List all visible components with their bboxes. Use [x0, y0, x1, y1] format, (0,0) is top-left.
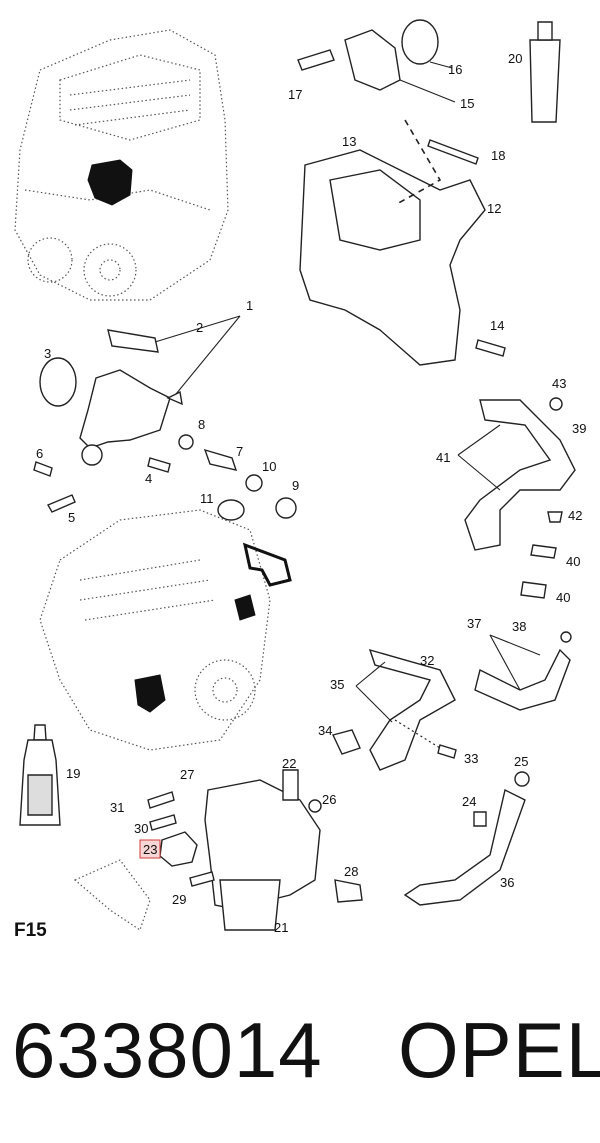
callout-27: 27 [180, 767, 194, 782]
callout-25: 25 [514, 754, 528, 769]
callout-14: 14 [490, 318, 504, 333]
exploded-parts-diagram: 1 2 3 4 5 6 7 8 9 10 11 12 13 14 15 16 1… [14, 19, 586, 935]
callout-31: 31 [110, 800, 124, 815]
callout-15: 15 [460, 96, 474, 111]
thermostat-housing-group [33, 315, 297, 521]
engine-lower-illustration [39, 509, 292, 751]
callout-19: 19 [66, 766, 80, 781]
callout-41: 41 [436, 450, 450, 465]
callout-38: 38 [512, 619, 526, 634]
coolant-pipe-upper-right [457, 397, 576, 599]
brand-name: OPEL [398, 1006, 600, 1094]
outlet-flange-group [297, 19, 561, 123]
callout-21: 21 [274, 920, 288, 935]
callout-43: 43 [552, 376, 566, 391]
highlight-box-23 [139, 839, 161, 859]
callout-33: 33 [464, 751, 478, 766]
callout-20: 20 [508, 51, 522, 66]
callout-39: 39 [572, 421, 586, 436]
callout-30: 30 [134, 821, 148, 836]
part-number: 6338014 [12, 1006, 323, 1094]
filter-housing-group [73, 769, 363, 931]
callout-2: 2 [196, 320, 203, 335]
callout-12: 12 [487, 201, 501, 216]
coolant-housing-group [299, 119, 506, 366]
callout-40a: 40 [566, 554, 580, 569]
callout-22: 22 [282, 756, 296, 771]
callout-29: 29 [172, 892, 186, 907]
diagram-page-code: F15 [14, 920, 47, 941]
callout-numbers: 1 2 3 4 5 6 7 8 9 10 11 12 13 14 15 16 1… [36, 51, 586, 935]
callout-9: 9 [292, 478, 299, 493]
callout-11: 11 [200, 491, 214, 506]
coolant-pipe-lower-right [403, 771, 530, 906]
callout-24: 24 [462, 794, 476, 809]
callout-7: 7 [236, 444, 243, 459]
callout-18: 18 [491, 148, 505, 163]
engine-upper-illustration [14, 29, 229, 301]
callout-35: 35 [330, 677, 344, 692]
callout-34: 34 [318, 723, 332, 738]
callout-32: 32 [420, 653, 434, 668]
callout-37: 37 [467, 616, 481, 631]
callout-6: 6 [36, 446, 43, 461]
callout-10: 10 [262, 459, 276, 474]
coolant-pipe-center [332, 648, 457, 771]
sealant-bottle [19, 724, 61, 826]
callout-16: 16 [448, 62, 462, 77]
callout-4: 4 [145, 471, 152, 486]
callout-42: 42 [568, 508, 582, 523]
callout-36: 36 [500, 875, 514, 890]
callout-5: 5 [68, 510, 75, 525]
callout-17: 17 [288, 87, 302, 102]
callout-1: 1 [246, 298, 253, 313]
callout-13: 13 [342, 134, 356, 149]
callout-28: 28 [344, 864, 358, 879]
callout-8: 8 [198, 417, 205, 432]
callout-26: 26 [322, 792, 336, 807]
callout-3: 3 [44, 346, 51, 361]
callout-23: 23 [143, 842, 157, 857]
coolant-pipe-mid-right [474, 631, 572, 711]
callout-40b: 40 [556, 590, 570, 605]
